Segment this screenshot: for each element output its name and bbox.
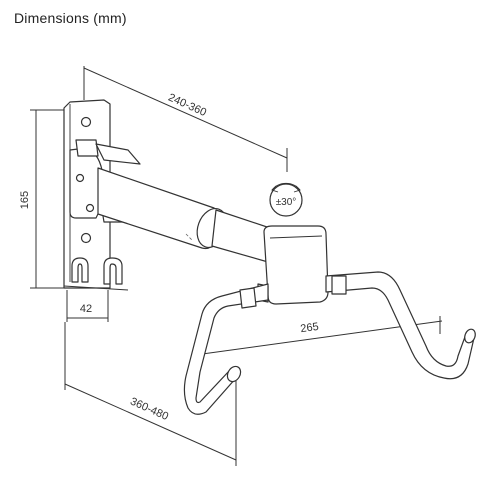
dim-label-plate-width: 42 xyxy=(80,303,92,315)
diagram-title: Dimensions (mm) xyxy=(14,10,127,26)
dim-label-hook-width: 265 xyxy=(300,321,320,335)
hook-left-tip xyxy=(226,365,242,383)
tilt-indicator: ±30° xyxy=(269,182,303,217)
tilt-label: ±30° xyxy=(276,197,297,208)
mount-hole-bottom xyxy=(80,232,92,244)
pivot-hole-lower xyxy=(85,203,95,213)
wall-plate xyxy=(63,99,141,291)
saddle-hook xyxy=(183,271,476,415)
dimension-plate-width: 42 xyxy=(66,290,109,322)
dim-label-total-depth: 360-480 xyxy=(128,396,170,423)
hook-right-tip xyxy=(464,328,476,344)
support-arm xyxy=(97,167,271,263)
mount-hole-top xyxy=(80,116,92,128)
dim-label-arm-extension: 240-360 xyxy=(166,92,208,119)
dim-label-height: 165 xyxy=(19,191,31,209)
dimension-height: 165 xyxy=(19,109,70,289)
pivot-hole-upper xyxy=(75,173,85,183)
